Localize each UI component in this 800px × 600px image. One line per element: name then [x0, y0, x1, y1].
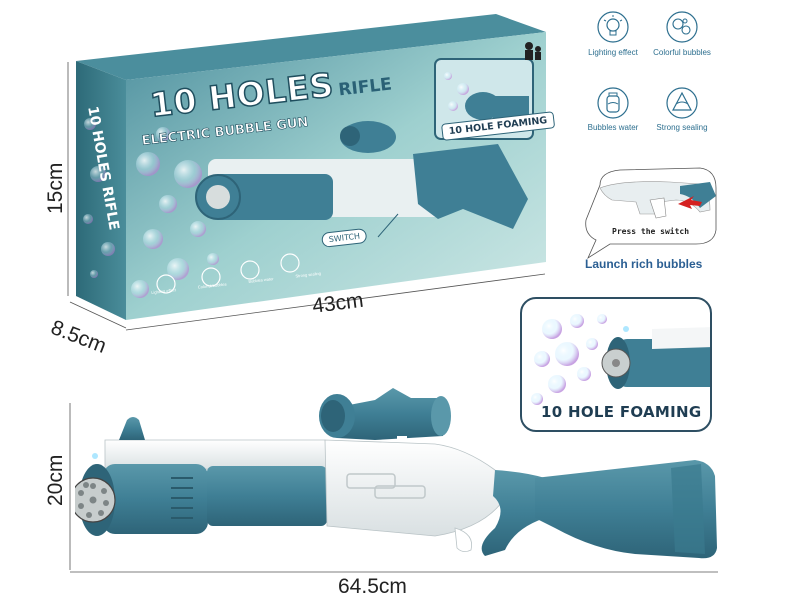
product-box [76, 14, 546, 320]
feature-label-lighting: Lighting effect [588, 48, 638, 57]
launch-caption: Launch rich bubbles [585, 257, 703, 271]
foam-callout-image [531, 314, 710, 405]
feature-label-colorful: Colorful bubbles [653, 48, 711, 57]
bubble-gun-image [75, 388, 717, 559]
foam-callout-box [520, 297, 712, 432]
gun-length-label: 64.5cm [338, 575, 407, 598]
box-height-label: 15cm [44, 162, 67, 214]
bulb-icon [597, 11, 629, 43]
feature-label-sealing: Strong sealing [656, 123, 708, 132]
feature-label-water: Bubbles water [587, 123, 639, 132]
red-arrow-icon [678, 196, 702, 209]
press-switch-text: Press the switch [612, 227, 690, 236]
box-gun-image [195, 121, 528, 229]
switch-callout-bubble [585, 167, 717, 260]
gun-height-label: 20cm [44, 454, 67, 506]
bottle-icon [597, 87, 629, 119]
foam-callout-label: 10 HOLE FOAMING [541, 403, 702, 421]
box-top-face [76, 14, 546, 80]
bubbles-icon [666, 11, 698, 43]
seal-icon [666, 87, 698, 119]
brand-logo [523, 40, 543, 64]
